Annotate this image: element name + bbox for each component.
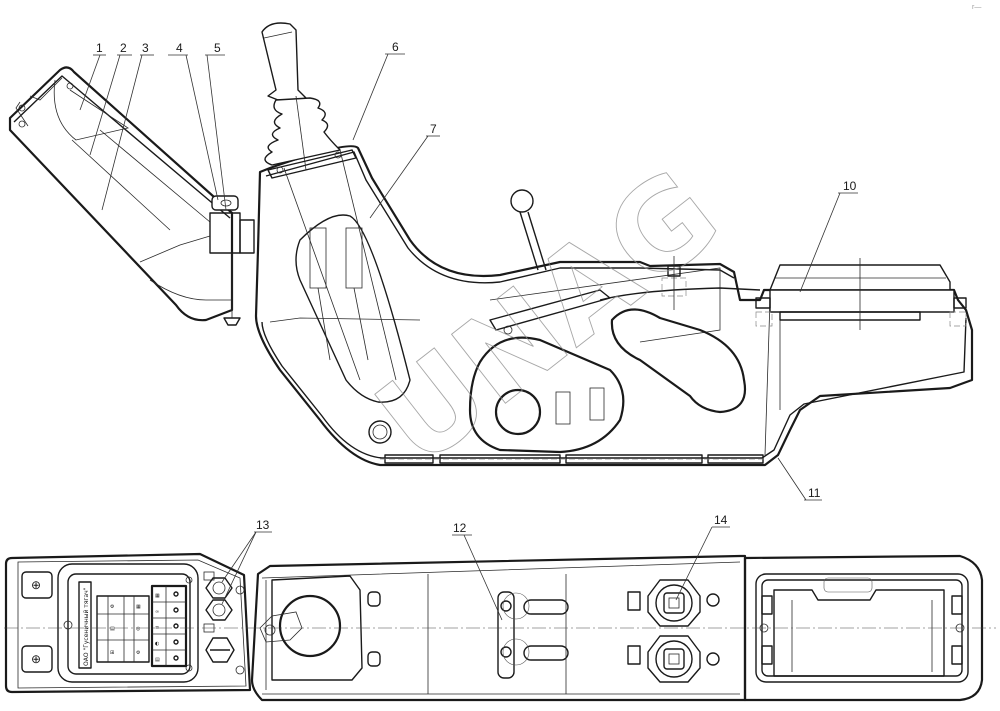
callout-3: 3 — [101, 41, 154, 211]
nameplate — [78, 581, 92, 669]
svg-text:▦: ▦ — [136, 604, 141, 610]
console-housing — [254, 145, 974, 467]
svg-text:∞: ∞ — [155, 609, 159, 615]
switch-5 — [173, 655, 179, 661]
svg-text:3: 3 — [142, 41, 149, 55]
svg-text:12: 12 — [453, 521, 467, 535]
svg-text:⚙: ⚙ — [136, 650, 141, 656]
valve-block — [283, 149, 411, 403]
svg-text:⊕: ⊕ — [31, 652, 41, 666]
svg-text:▤: ▤ — [155, 657, 160, 663]
watermark: UNAG — [352, 144, 744, 493]
callout-10: 10 — [799, 179, 858, 293]
callout-12: 12 — [452, 521, 503, 621]
callout-2: 2 — [89, 41, 132, 156]
joystick-base-1 — [627, 579, 720, 627]
switch-3 — [173, 623, 179, 629]
plan-middle-module — [250, 554, 747, 702]
ignition-switch — [205, 637, 235, 663]
svg-text:10: 10 — [843, 179, 857, 193]
joystick — [261, 22, 357, 179]
svg-text:⊕: ⊕ — [31, 578, 41, 592]
switch-4 — [173, 639, 179, 645]
indicator-grid: ⚙ ▤ ⊞ ▦ ◎ ⚙ — [96, 595, 150, 663]
svg-text:⚙: ⚙ — [110, 604, 115, 610]
control-unit — [755, 258, 967, 330]
button-13a — [205, 577, 233, 599]
callout-1: 1 — [79, 41, 106, 111]
svg-text:11: 11 — [808, 486, 821, 500]
svg-text:13: 13 — [256, 518, 270, 532]
svg-text:◎: ◎ — [136, 626, 141, 632]
switch-2 — [173, 607, 179, 613]
svg-text:▦: ▦ — [155, 593, 160, 599]
callouts-plan: 13 12 14 — [221, 513, 730, 621]
svg-text:7: 7 — [430, 122, 437, 136]
svg-text:4: 4 — [176, 41, 183, 55]
secondary-lever — [368, 189, 747, 454]
svg-text:6: 6 — [392, 40, 399, 54]
joystick-base-2 — [627, 635, 720, 683]
callout-7: 7 — [369, 122, 440, 219]
callout-4: 4 — [168, 41, 219, 201]
callout-11: 11 — [777, 457, 822, 501]
svg-text:◐: ◐ — [155, 641, 159, 647]
corner-mark: r— — [972, 4, 981, 11]
nameplate-text: ОАО "Гусеничный тягач" — [83, 587, 90, 666]
plan-left-module: ⊕ ⊕ ОАО "Гусеничный тягач" ⚙ ▤ ⊞ ▦ — [4, 552, 252, 694]
svg-text:5: 5 — [214, 41, 221, 55]
button-13b — [205, 599, 233, 621]
svg-text:2: 2 — [120, 41, 127, 55]
plan-view: ⊕ ⊕ ОАО "Гусеничный тягач" ⚙ ▤ ⊞ ▦ — [4, 552, 996, 702]
callout-5: 5 — [205, 41, 227, 211]
callout-13: 13 — [221, 518, 272, 605]
callout-6: 6 — [352, 40, 405, 141]
switch-panel: ▦ ∞ ≡ ◐ ▤ — [150, 584, 188, 668]
svg-text:1: 1 — [96, 41, 103, 55]
callouts-side: 1 2 3 4 5 6 7 — [79, 40, 858, 501]
callout-14: 14 — [675, 513, 730, 601]
svg-text:▤: ▤ — [110, 626, 115, 632]
svg-text:14: 14 — [714, 513, 728, 527]
switch-1 — [173, 591, 179, 597]
svg-text:⊞: ⊞ — [110, 650, 114, 656]
side-section-view: UNAG — [8, 22, 974, 493]
svg-text:≡: ≡ — [155, 625, 159, 631]
